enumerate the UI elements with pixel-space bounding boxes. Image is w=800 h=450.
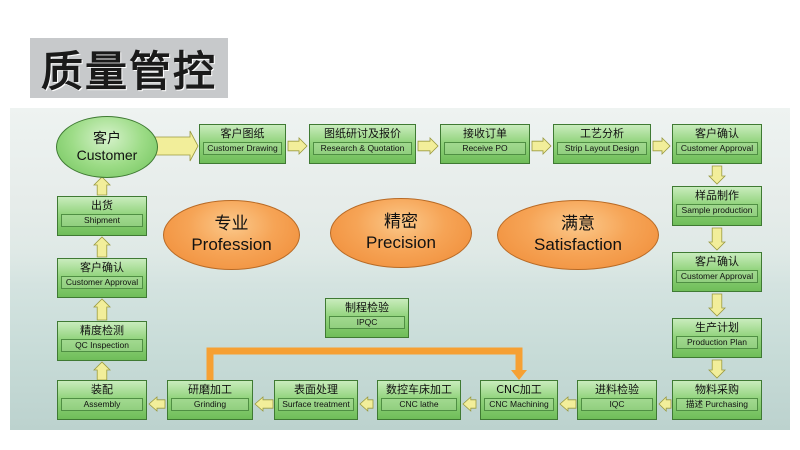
step-cnc-machining: CNC加工 CNC Machining: [480, 380, 558, 420]
oval-satisfaction-en: Satisfaction: [534, 235, 622, 254]
step-label-cn: 进料检验: [595, 383, 639, 396]
step-label-cn: 接收订单: [463, 127, 507, 140]
step-receive-po: 接收订单 Receive PO: [440, 124, 530, 164]
step-label-cn: 样品制作: [695, 189, 739, 202]
arrow-left: [359, 396, 374, 412]
rework-loop-line: [206, 347, 523, 380]
arrow-left: [658, 396, 672, 412]
step-label-en: CNC Machining: [484, 398, 554, 411]
step-customer-approval-top: 客户确认 Customer Approval: [672, 124, 762, 164]
step-label-cn: 研磨加工: [188, 383, 232, 396]
step-iqc: 进料检验 IQC: [577, 380, 657, 420]
step-label-cn: 表面处理: [294, 383, 338, 396]
oval-profession: 专业 Profession: [163, 200, 300, 270]
oval-precision: 精密 Precision: [330, 198, 472, 268]
step-label-cn: 生产计划: [695, 321, 739, 334]
step-customer-drawing: 客户图纸 Customer Drawing: [199, 124, 286, 164]
step-production-plan: 生产计划 Production Plan: [672, 318, 762, 358]
arrow-right: [417, 137, 439, 155]
arrow-up: [93, 298, 111, 321]
arrow-up: [93, 176, 111, 196]
step-customer-approval-right: 客户确认 Customer Approval: [672, 252, 762, 292]
arrow-left: [148, 396, 166, 412]
step-label-cn: 出货: [91, 199, 113, 212]
rework-loop-arrowhead: [511, 370, 527, 380]
step-label-cn: 数控车床加工: [386, 383, 452, 396]
step-label-cn: 客户图纸: [220, 127, 265, 140]
step-label-cn: 装配: [91, 383, 113, 396]
step-label-en: Research & Quotation: [313, 142, 412, 155]
step-label-en: IPQC: [329, 316, 405, 329]
customer-cn: 客户: [93, 130, 121, 146]
step-label-en: Customer Drawing: [203, 142, 282, 155]
step-customer-approval-left: 客户确认 Customer Approval: [57, 258, 147, 298]
customer-node: 客户 Customer: [56, 116, 158, 178]
step-label-en: Receive PO: [444, 142, 526, 155]
arrow-right: [154, 130, 199, 162]
oval-precision-cn: 精密: [384, 212, 418, 231]
step-assembly: 装配 Assembly: [57, 380, 147, 420]
step-label-en: CNC lathe: [381, 398, 457, 411]
step-label-en: Customer Approval: [676, 142, 758, 155]
arrow-right: [287, 137, 308, 155]
step-label-en: IQC: [581, 398, 653, 411]
step-label-cn: 图纸研讨及报价: [324, 127, 401, 140]
step-label-en: QC Inspection: [61, 339, 143, 352]
step-qc-inspection: 精度检测 QC Inspection: [57, 321, 147, 361]
step-label-en: Assembly: [61, 398, 143, 411]
step-label-en: Strip Layout Design: [557, 142, 647, 155]
oval-satisfaction: 满意 Satisfaction: [497, 200, 659, 270]
step-label-cn: 客户确认: [695, 127, 739, 140]
page-title: 质量管控: [30, 38, 228, 98]
step-ipqc: 制程检验 IPQC: [325, 298, 409, 338]
step-label-cn: 工艺分析: [580, 127, 624, 140]
arrow-down: [708, 165, 726, 185]
arrow-down: [708, 227, 726, 251]
oval-profession-cn: 专业: [214, 214, 249, 233]
step-sample-production: 样品制作 Sample production: [672, 186, 762, 226]
step-grinding: 研磨加工 Grinding: [167, 380, 253, 420]
arrow-up: [93, 361, 111, 381]
arrow-right: [652, 137, 671, 155]
arrow-left: [559, 396, 577, 412]
step-label-cn: CNC加工: [496, 383, 542, 396]
customer-en: Customer: [76, 147, 138, 163]
step-shipment: 出货 Shipment: [57, 196, 147, 236]
step-label-en: Customer Approval: [61, 276, 143, 289]
step-surface-treatment: 表面处理 Surface treatment: [274, 380, 358, 420]
step-label-cn: 制程检验: [345, 301, 389, 314]
step-label-en: Production Plan: [676, 336, 758, 349]
arrow-down: [708, 293, 726, 317]
step-label-en: Grinding: [171, 398, 249, 411]
arrow-down: [708, 359, 726, 379]
oval-satisfaction-cn: 满意: [561, 214, 595, 233]
step-label-cn: 客户确认: [695, 255, 739, 268]
step-label-en: Shipment: [61, 214, 143, 227]
oval-precision-en: Precision: [366, 233, 436, 252]
step-cnc-lathe: 数控车床加工 CNC lathe: [377, 380, 461, 420]
oval-profession-en: Profession: [191, 235, 272, 254]
step-label-cn: 客户确认: [80, 261, 124, 274]
step-label-en: Customer Approval: [676, 270, 758, 283]
arrow-right: [531, 137, 552, 155]
step-label-en: 描述 Purchasing: [676, 398, 758, 411]
step-purchasing: 物料采购 描述 Purchasing: [672, 380, 762, 420]
step-label-cn: 精度检测: [80, 324, 124, 337]
arrow-left: [462, 396, 477, 412]
arrow-left: [254, 396, 274, 412]
step-label-cn: 物料采购: [695, 383, 739, 396]
step-research-quotation: 图纸研讨及报价 Research & Quotation: [309, 124, 416, 164]
arrow-up: [93, 236, 111, 258]
step-label-en: Surface treatment: [278, 398, 354, 411]
page-title-text: 质量管控: [40, 46, 217, 96]
step-strip-layout: 工艺分析 Strip Layout Design: [553, 124, 651, 164]
step-label-en: Sample production: [676, 204, 758, 217]
